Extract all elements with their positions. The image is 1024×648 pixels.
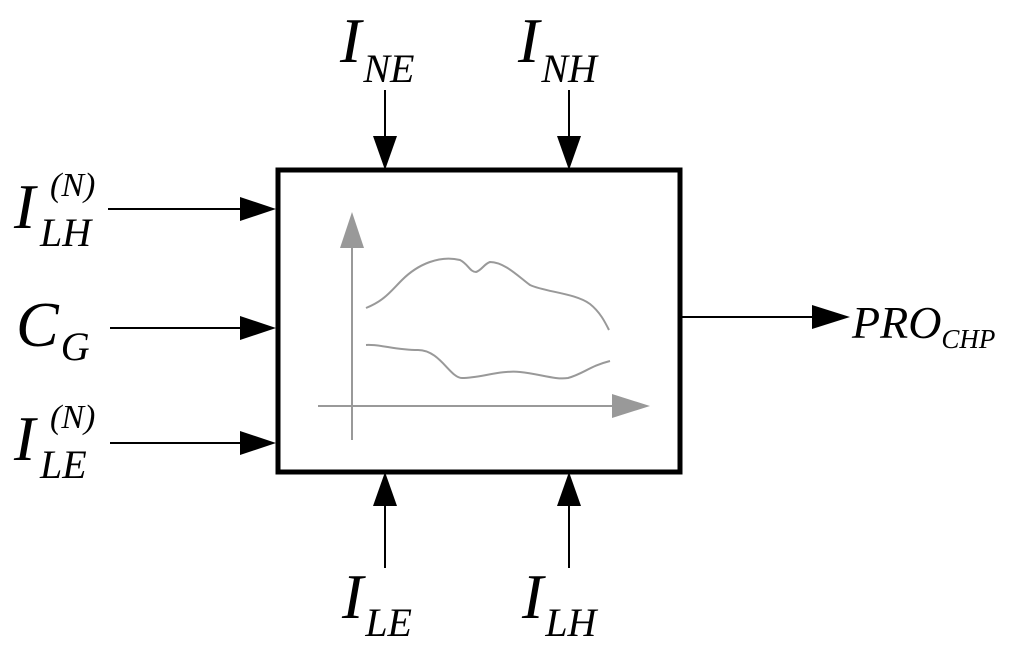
svg-text:ILH: ILH bbox=[521, 561, 599, 645]
output-pro-chp: PROCHP bbox=[682, 297, 995, 354]
arrow-up-icon bbox=[557, 472, 581, 506]
process-block bbox=[275, 167, 683, 475]
svg-text:I: I bbox=[13, 403, 38, 474]
arrow-down-icon bbox=[557, 136, 581, 170]
graph-y-arrow-icon bbox=[340, 212, 364, 248]
svg-text:(N): (N) bbox=[50, 167, 95, 204]
arrow-right-icon bbox=[812, 305, 850, 329]
svg-text:LE: LE bbox=[39, 442, 87, 487]
input-i-le-n: I (N) LE bbox=[13, 399, 276, 487]
input-i-le: ILE bbox=[341, 472, 412, 645]
arrow-right-icon bbox=[240, 431, 276, 455]
arrow-down-icon bbox=[373, 136, 397, 170]
input-c-g: CG bbox=[16, 289, 276, 369]
block-graph-icon bbox=[318, 212, 650, 440]
arrow-right-icon bbox=[240, 316, 276, 340]
svg-text:CG: CG bbox=[16, 289, 90, 369]
svg-text:INE: INE bbox=[339, 5, 414, 91]
arrow-right-icon bbox=[240, 197, 276, 221]
svg-text:(N): (N) bbox=[50, 399, 95, 436]
svg-text:ILE: ILE bbox=[341, 561, 412, 645]
arrow-up-icon bbox=[373, 472, 397, 506]
graph-upper-curve bbox=[365, 257, 610, 331]
input-i-ne: INE bbox=[339, 5, 414, 170]
svg-text:INH: INH bbox=[517, 5, 599, 91]
graph-lower-curve bbox=[365, 343, 611, 380]
svg-text:PROCHP: PROCHP bbox=[851, 297, 995, 354]
input-i-lh: ILH bbox=[521, 472, 599, 645]
input-i-lh-n: I (N) LH bbox=[13, 167, 276, 255]
svg-text:LH: LH bbox=[39, 210, 93, 255]
graph-x-arrow-icon bbox=[612, 394, 650, 418]
input-i-nh: INH bbox=[517, 5, 599, 170]
svg-text:I: I bbox=[13, 171, 38, 242]
